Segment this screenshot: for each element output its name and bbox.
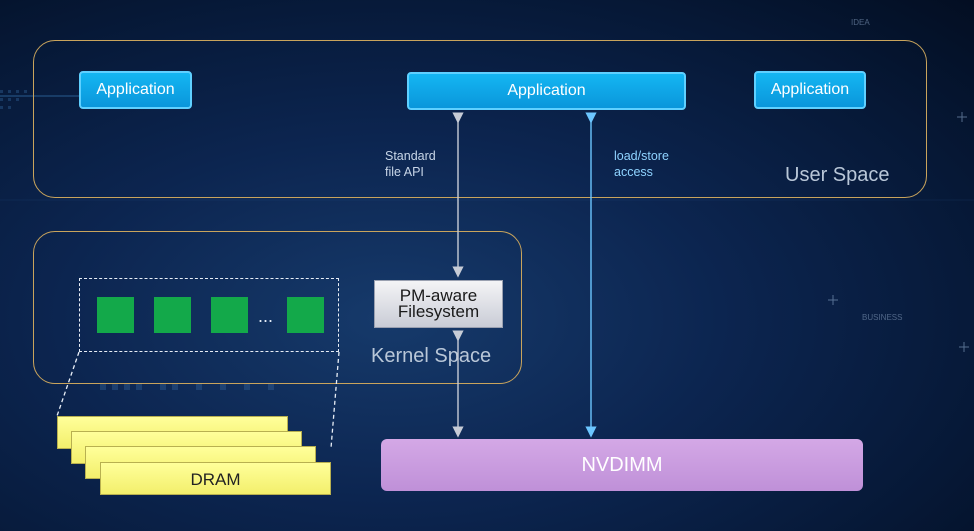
background-watermark-idea: IDEA (851, 18, 870, 27)
cache-block (154, 297, 191, 333)
pm-aware-label: PM-aware (399, 286, 478, 305)
dot-grid-left (0, 90, 27, 109)
cache-block (287, 297, 324, 333)
standard-file-api-label: Standard file API (385, 149, 436, 179)
dram-zoom-line-left (56, 351, 80, 417)
dram-label: DRAM (190, 470, 241, 489)
cache-block (97, 297, 134, 333)
page-cache-box (79, 278, 339, 352)
dram-module-front: DRAM (100, 462, 331, 495)
kernel-space-region (33, 231, 522, 384)
filesystem-label: Filesystem (397, 302, 480, 321)
application-box-center: Application (407, 72, 686, 110)
cache-ellipsis: ... (258, 306, 274, 326)
user-space-region (33, 40, 927, 198)
pm-aware-filesystem-box: PM-aware Filesystem (374, 280, 503, 328)
application-box-left: Application (79, 71, 192, 109)
plus-marks (828, 112, 969, 352)
block-pattern-bottom (100, 384, 274, 390)
cache-block (211, 297, 248, 333)
loadstore-access-label: load/store access (614, 149, 669, 179)
application-box-right: Application (754, 71, 866, 109)
nvdimm-box: NVDIMM (381, 439, 863, 491)
user-space-label: User Space (785, 164, 890, 186)
dram-zoom-line-right (330, 351, 340, 449)
background-watermark-business: BUSINESS (862, 313, 903, 322)
